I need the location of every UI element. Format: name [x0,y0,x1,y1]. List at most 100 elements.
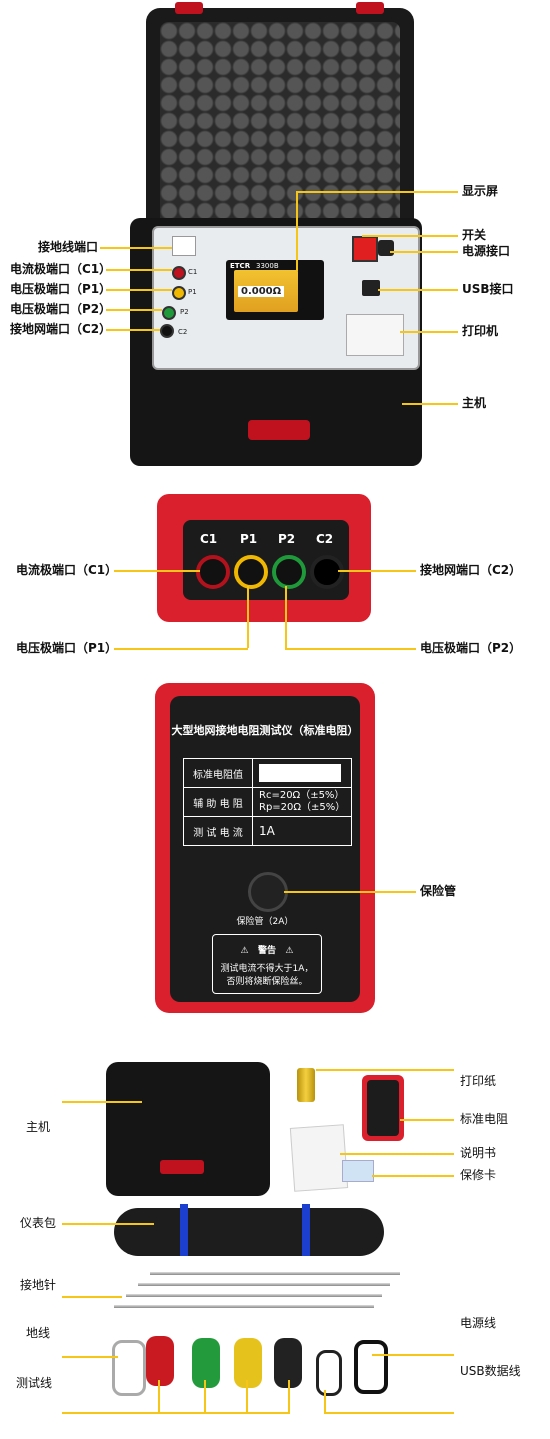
table-row: 测 试 电 流 1A [183,816,353,846]
label-power-cable: 电源线 [460,1316,497,1330]
label-c1-terminal: 电流极端口（C1） [16,563,118,577]
warning-line-1: 测试电流不得大于1A， [220,964,314,974]
power-cable [354,1340,388,1394]
terminal-p1[interactable] [234,555,268,589]
panel-tag-c1: C1 [188,268,198,276]
callout-line [114,648,248,650]
terminal-p2[interactable] [272,555,306,589]
terminal-tag-p1: P1 [240,532,258,546]
callout-line [288,1380,290,1413]
callout-line [324,1412,454,1414]
label-p2-port: 电压极端口（P2） [10,302,112,316]
warning-title-text: 警告 [257,946,276,956]
label-c2-port: 接地网端口（C2） [10,322,112,336]
usb-cable [316,1350,342,1396]
latch-right [356,2,384,14]
label-main-unit: 主机 [462,396,487,410]
ground-spike [126,1294,382,1297]
label-p1-port: 电压极端口（P1） [10,282,112,296]
callout-line [285,586,287,648]
table-row: 辅 助 电 阻 Rc=20Ω（±5%） Rp=20Ω（±5%） [183,787,353,817]
callout-line [372,1354,454,1356]
label-instrument-bag: 仪表包 [20,1216,57,1230]
callout-line [285,648,416,650]
bag-strap [180,1204,188,1256]
port-p2-icon[interactable] [162,306,176,320]
terminal-tag-p2: P2 [278,532,296,546]
callout-line [62,1296,122,1298]
spec-value: Rc=20Ω（±5%） Rp=20Ω（±5%） [251,787,353,817]
port-c2-icon[interactable] [160,324,174,338]
callout-line [372,1175,454,1177]
callout-line [62,1223,154,1225]
label-p2-terminal: 电压极端口（P2） [420,641,522,655]
fuse-holder[interactable] [248,872,288,912]
callout-line [247,586,249,648]
label-usb-cable: USB数据线 [460,1364,521,1378]
terminal-c1[interactable] [196,555,230,589]
callout-line [106,309,162,311]
kit-standard-resistor-panel [367,1080,399,1136]
screen-reading: 0.000Ω [238,286,285,297]
spec-key: 标准电阻值 [183,758,253,788]
callout-line [284,891,416,893]
callout-line [402,403,458,405]
port-c1-icon[interactable] [172,266,186,280]
label-printer-paper: 打印纸 [460,1074,497,1088]
callout-line [340,1153,454,1155]
printer-paper [297,1068,315,1102]
callout-line [296,191,298,271]
fuse-caption: 保险管（2A） [236,917,294,927]
standard-resistor-panel [170,696,360,1002]
terminal-tag-c1: C1 [200,532,218,546]
callout-line [106,269,172,271]
foam-lining [160,22,400,227]
label-display: 显示屏 [462,184,499,198]
power-socket[interactable] [378,240,394,256]
callout-line [62,1356,118,1358]
callout-line [100,247,172,249]
test-lead-green [192,1338,220,1388]
label-manual: 说明书 [460,1146,497,1160]
label-p1-terminal: 电压极端口（P1） [16,641,118,655]
bag-strap [302,1204,310,1256]
label-c1-port: 电流极端口（C1） [10,262,112,276]
warning-box: ⚠ 警告 ⚠ 测试电流不得大于1A， 否则将烧断保险丝。 [212,934,322,994]
power-switch[interactable] [352,236,378,262]
callout-line [246,1380,248,1413]
panel-tag-p2: P2 [180,308,189,316]
ground-spike [114,1305,374,1308]
label-fuse: 保险管 [420,884,457,898]
label-warranty-card: 保修卡 [460,1168,497,1182]
test-lead-black [274,1338,302,1388]
callout-line [338,570,416,572]
latch-left [175,2,203,14]
panel-tag-p1: P1 [188,288,197,296]
label-test-leads: 测试线 [16,1376,53,1390]
terminal-c2[interactable] [310,555,344,589]
ground-terminal-icon [172,236,196,256]
test-lead-red [146,1336,174,1386]
panel-tag-c2: C2 [178,328,188,336]
spec-value-rc: Rc=20Ω（±5%） [259,790,345,801]
manual-booklet [289,1124,349,1192]
port-p1-icon[interactable] [172,286,186,300]
model-text: 3300B [256,262,279,270]
spec-value: 1A [251,816,353,846]
callout-line [106,289,172,291]
callout-line [296,191,458,193]
callout-line [390,251,458,253]
brand-text: ETCR [230,262,251,270]
label-standard-resistor: 标准电阻 [460,1112,509,1126]
warning-triangle-icon: ⚠ [240,946,258,956]
callout-line [362,235,458,237]
callout-line [324,1390,326,1413]
spec-key: 辅 助 电 阻 [183,787,253,817]
callout-line [378,289,458,291]
ground-spike [138,1283,390,1286]
callout-line [62,1101,142,1103]
terminal-tag-c2: C2 [316,532,334,546]
usb-port[interactable] [362,280,380,296]
label-usb-port: USB接口 [462,282,514,296]
warning-title: ⚠ 警告 ⚠ [213,943,321,956]
